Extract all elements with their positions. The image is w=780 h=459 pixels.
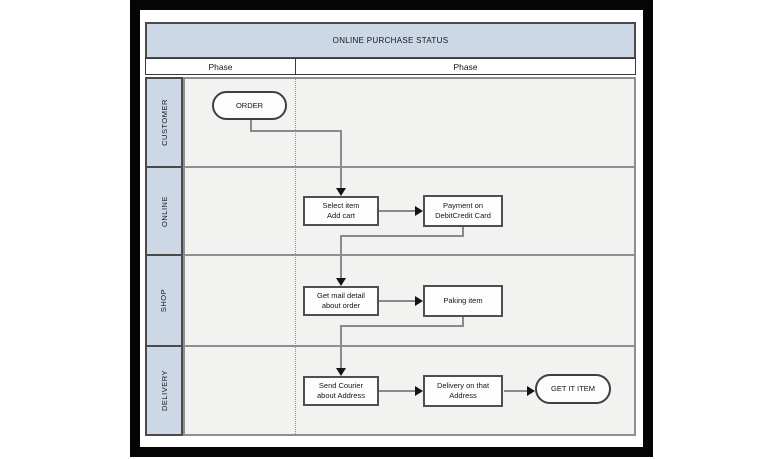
connector-segment [504,390,528,392]
lane-label-online: ONLINE [147,168,181,256]
connector-segment [340,130,342,190]
connector-segment [340,325,464,327]
node-get-mail-detail[interactable]: Get mail detail about order [303,286,379,316]
node-delivery-address[interactable]: Delivery on that Address [423,375,503,407]
connector-segment [379,390,416,392]
connector-segment [462,317,464,327]
node-send-courier[interactable]: Send Courier about Address [303,376,379,406]
node-select-item[interactable]: Select item Add cart [303,196,379,226]
connector-segment [340,235,464,237]
lane-label-customer: CUSTOMER [147,79,181,168]
arrowhead-right [415,206,423,216]
connector-segment [379,210,416,212]
node-get-it-item[interactable]: GET IT ITEM [535,374,611,404]
lane-label-shop: SHOP [147,256,181,347]
lane-body-shop [185,256,634,347]
connector-segment [340,325,342,370]
connector-segment [379,300,416,302]
lane-body-online [185,168,634,256]
lane-label-delivery: DELIVERY [159,370,169,411]
arrowhead-down [336,188,346,196]
connector-segment [462,227,464,237]
connector-segment [340,235,342,280]
connector-segment [250,120,252,132]
lane-label-column: CUSTOMER ONLINE SHOP DELIVERY [145,77,183,436]
arrowhead-down [336,278,346,286]
phase-header-right: Phase [295,58,636,75]
node-paking-item[interactable]: Paking item [423,285,503,317]
arrowhead-right [415,386,423,396]
arrowhead-down [336,368,346,376]
arrowhead-right [415,296,423,306]
phase-header-left: Phase [145,58,296,75]
phase-divider-dotted-line [295,79,296,434]
node-order[interactable]: ORDER [212,91,287,120]
arrowhead-right [527,386,535,396]
connector-segment [250,130,342,132]
diagram-title: ONLINE PURCHASE STATUS [145,22,636,59]
lane-body-customer [185,79,634,168]
node-payment[interactable]: Payment on DebitCredit Card [423,195,503,227]
